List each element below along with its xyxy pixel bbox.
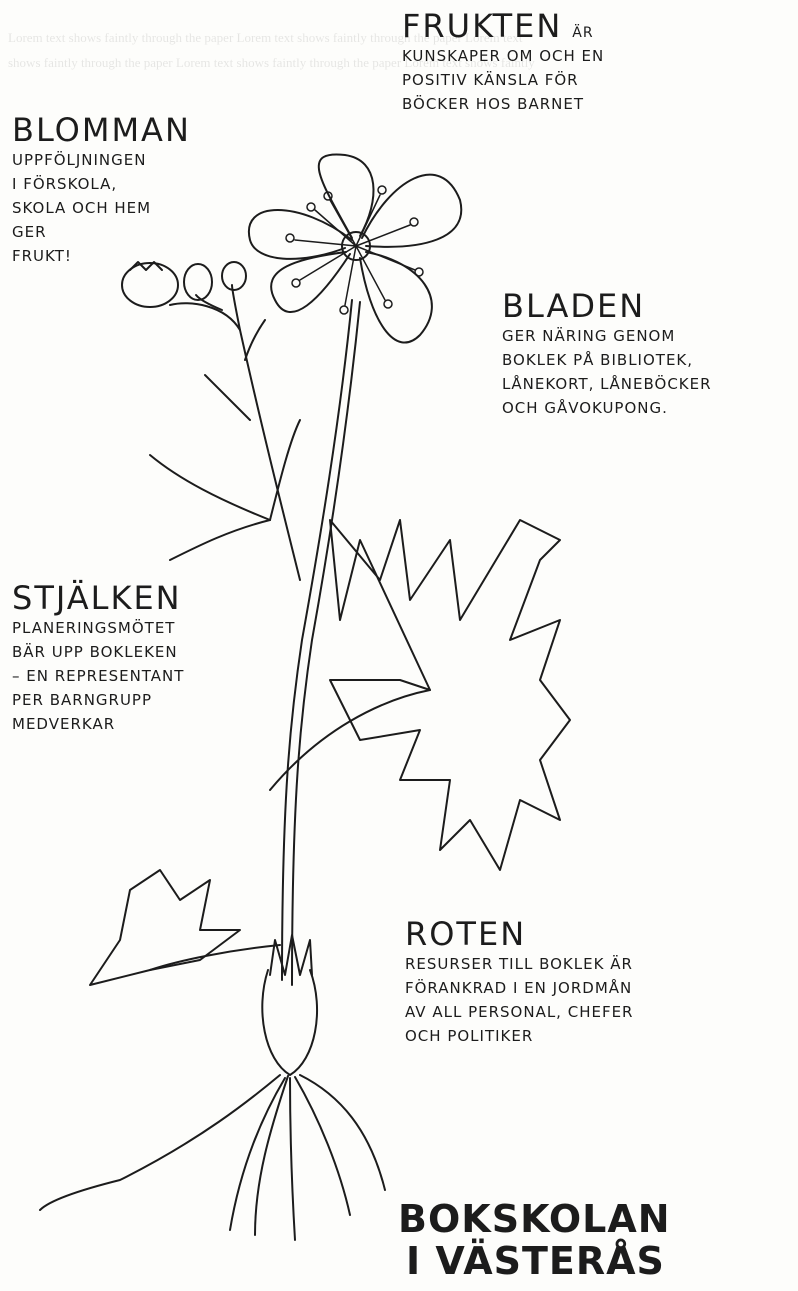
heading-frukten: FRUKTEN (402, 7, 562, 45)
label-blomman: BLOMMAN UPPFÖLJNINGEN I FÖRSKOLA, SKOLA … (12, 112, 252, 268)
label-frukten: FRUKTEN ÄR KUNSKAPER OM OCH EN POSITIV KÄ… (402, 8, 792, 116)
flower (249, 154, 461, 342)
page-title: BOKSKOLAN I VÄSTERÅS (398, 1198, 698, 1282)
bladen-line-2: BOKLEK PÅ BIBLIOTEK, (502, 348, 794, 372)
heading-blomman: BLOMMAN (12, 112, 252, 148)
roten-line-2: FÖRANKRAD I EN JORDMÅN (405, 976, 795, 1000)
roten-line-1: RESURSER TILL BOKLEK ÄR (405, 952, 795, 976)
bladen-line-4: OCH GÅVOKUPONG. (502, 396, 794, 420)
stjalken-line-1: PLANERINGSMÖTET (12, 616, 282, 640)
roten-line-3: AV ALL PERSONAL, CHEFER (405, 1000, 795, 1024)
title-line-2: I VÄSTERÅS (406, 1240, 698, 1282)
blomman-line-4: GER (12, 220, 252, 244)
frukten-line-3: BÖCKER HOS BARNET (402, 92, 792, 116)
small-leaf (90, 870, 280, 985)
frukten-line-2: POSITIV KÄNSLA FÖR (402, 68, 792, 92)
frukten-line-1: KUNSKAPER OM OCH EN (402, 44, 792, 68)
bladen-line-3: LÅNEKORT, LÅNEBÖCKER (502, 372, 794, 396)
stjalken-line-5: MEDVERKAR (12, 712, 282, 736)
blomman-line-2: I FÖRSKOLA, (12, 172, 252, 196)
bladen-line-1: GER NÄRING GENOM (502, 324, 794, 348)
heading-stjalken: STJÄLKEN (12, 580, 282, 616)
title-line-1: BOKSKOLAN (398, 1197, 671, 1241)
label-bladen: BLADEN GER NÄRING GENOM BOKLEK PÅ BIBLIO… (502, 288, 794, 420)
blomman-line-5: FRUKT! (12, 244, 252, 268)
big-leaf (270, 520, 570, 870)
stjalken-line-4: PER BARNGRUPP (12, 688, 282, 712)
blomman-line-1: UPPFÖLJNINGEN (12, 148, 252, 172)
heading-roten: ROTEN (405, 916, 795, 952)
fruit-branch (122, 262, 300, 580)
roten-line-4: OCH POLITIKER (405, 1024, 795, 1048)
label-stjalken: STJÄLKEN PLANERINGSMÖTET BÄR UPP BOKLEKE… (12, 580, 282, 736)
stjalken-line-3: – EN REPRESENTANT (12, 664, 282, 688)
stjalken-line-2: BÄR UPP BOKLEKEN (12, 640, 282, 664)
thin-leaves (150, 320, 300, 560)
label-roten: ROTEN RESURSER TILL BOKLEK ÄR FÖRANKRAD … (405, 916, 795, 1048)
heading-suffix-frukten: ÄR (572, 25, 593, 41)
blomman-line-3: SKOLA OCH HEM (12, 196, 252, 220)
heading-bladen: BLADEN (502, 288, 794, 324)
main-stem (282, 300, 360, 985)
